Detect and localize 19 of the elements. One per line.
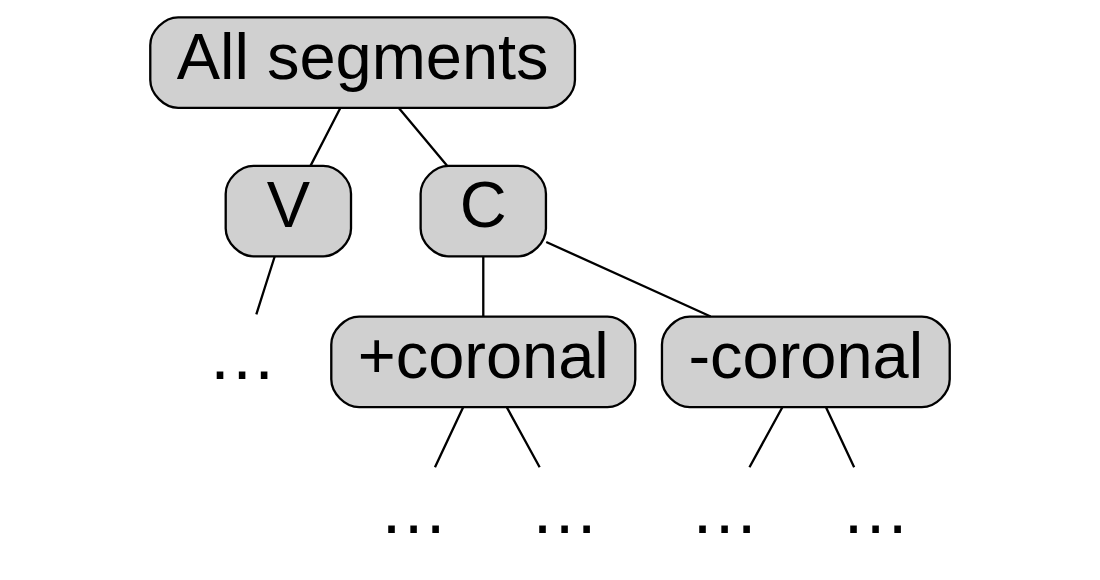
connector [255, 256, 276, 315]
connector [482, 256, 485, 317]
node-text: … [840, 469, 911, 548]
connector [433, 406, 465, 468]
connector [545, 240, 712, 318]
connector [309, 107, 342, 167]
node-box: +coronal [330, 315, 637, 409]
node-box: -coronal [660, 315, 951, 409]
connector [824, 406, 856, 468]
connector [505, 406, 541, 468]
node-box: C [419, 164, 548, 258]
node-text: … [378, 469, 449, 548]
node-box: All segments [149, 16, 577, 109]
node-text: … [207, 316, 277, 395]
node-text: … [529, 469, 600, 548]
connector [748, 406, 784, 468]
connector [397, 107, 448, 167]
node-text: … [689, 469, 760, 548]
node-box: V [224, 164, 353, 258]
